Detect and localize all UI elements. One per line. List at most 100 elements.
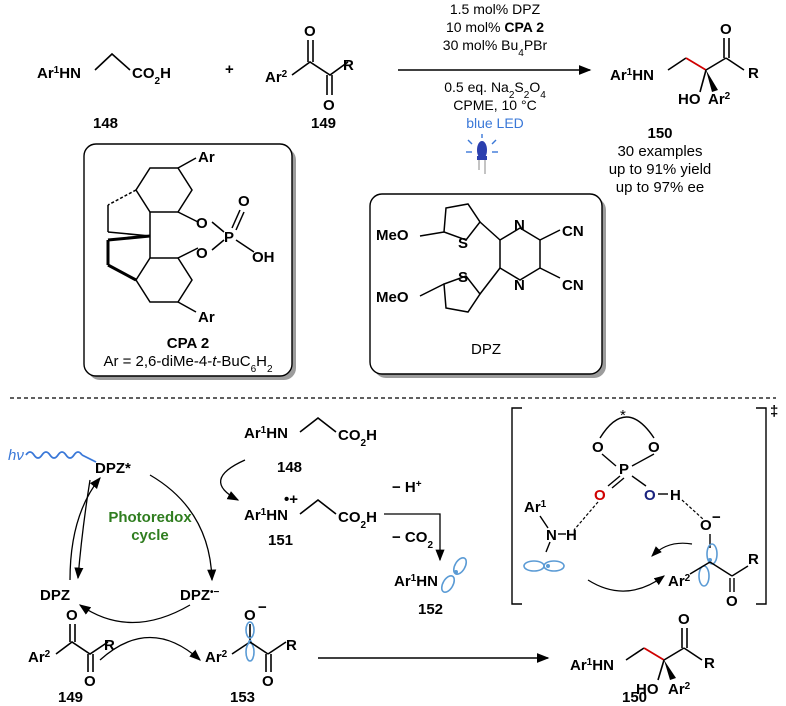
svg-text:Ar2: Ar2 — [708, 91, 731, 109]
svg-text:HO: HO — [636, 681, 659, 698]
svg-text:R: R — [104, 637, 115, 654]
svg-text:Ar2: Ar2 — [28, 649, 51, 667]
svg-text:151: 151 — [268, 532, 293, 549]
svg-text:150: 150 — [622, 689, 647, 706]
svg-text:R: R — [748, 65, 759, 82]
svg-text:O: O — [700, 517, 712, 534]
svg-text:*: * — [620, 407, 626, 424]
svg-text:CO2H: CO2H — [338, 509, 377, 531]
svg-text:P: P — [224, 229, 234, 246]
svg-text:CO2H: CO2H — [338, 427, 377, 449]
mech-153: Ar2 O − R O 153 — [205, 599, 297, 706]
svg-text:O: O — [304, 23, 316, 40]
svg-text:S: S — [458, 269, 468, 286]
yield-text: up to 91% yield — [609, 161, 712, 178]
svg-text:1.5 mol% DPZ: 1.5 mol% DPZ — [450, 1, 541, 17]
hv-label: hν — [8, 447, 24, 464]
mech-152: Ar1HN 152 — [394, 557, 468, 618]
svg-text:CPA 2: CPA 2 — [167, 335, 210, 352]
svg-text:CO2H: CO2H — [132, 65, 171, 87]
svg-text:Ar1HN: Ar1HN — [570, 657, 614, 675]
svg-text:O: O — [196, 215, 208, 232]
svg-text:Photoredox: Photoredox — [108, 509, 192, 526]
svg-text:DPZ: DPZ — [471, 341, 501, 358]
svg-text:−: − — [258, 599, 267, 616]
svg-text:O: O — [720, 21, 732, 38]
svg-text:Ar2: Ar2 — [205, 649, 228, 667]
svg-text:CPME, 10 °C: CPME, 10 °C — [453, 97, 536, 113]
svg-text:Ar1HN: Ar1HN — [394, 573, 438, 591]
svg-text:H: H — [566, 527, 577, 544]
svg-text:R: R — [286, 637, 297, 654]
svg-text:−: − — [712, 509, 721, 526]
mech-148: Ar1HN CO2H 148 — [244, 416, 377, 476]
svg-text:R: R — [748, 551, 759, 568]
photoredox-cycle: DPZ* DPZ DPZ•− Photoredox cycle — [40, 459, 246, 661]
svg-text:Ar1HN: Ar1HN — [610, 67, 654, 85]
dpz-star: DPZ* — [95, 460, 131, 477]
dpz-radical-anion: DPZ•− — [180, 587, 220, 605]
svg-text:cycle: cycle — [131, 527, 169, 544]
svg-text:O: O — [644, 487, 656, 504]
svg-text:153: 153 — [230, 689, 255, 706]
svg-text:Ar2: Ar2 — [668, 681, 691, 699]
light-wave-icon — [25, 451, 83, 459]
svg-text:O: O — [726, 593, 738, 610]
svg-text:Ar2: Ar2 — [265, 69, 288, 87]
svg-text:10 mol% CPA 2: 10 mol% CPA 2 — [446, 19, 544, 35]
svg-text:O: O — [592, 439, 604, 456]
cpa2-box: Ar Ar O O P O OH CPA 2 Ar = 2,6-diMe-4-t… — [83, 143, 296, 380]
conditions: 1.5 mol% DPZ 10 mol% CPA 2 30 mol% Bu4PB… — [398, 1, 592, 174]
svg-text:Ar: Ar — [198, 149, 215, 166]
svg-text:Ar2: Ar2 — [668, 573, 691, 591]
svg-text:P: P — [619, 461, 629, 478]
svg-text:O: O — [238, 193, 250, 210]
svg-text:•+: •+ — [284, 491, 298, 508]
svg-text:30 mol% Bu4PBr: 30 mol% Bu4PBr — [443, 37, 548, 59]
svg-text:149: 149 — [58, 689, 83, 706]
svg-text:N: N — [514, 277, 525, 294]
svg-text:S: S — [458, 235, 468, 252]
svg-text:Ar1: Ar1 — [524, 499, 547, 517]
svg-text:O: O — [244, 607, 256, 624]
svg-text:HO: HO — [678, 91, 701, 108]
mech-151: Ar1HN •+ CO2H 151 — [244, 491, 377, 549]
svg-text:blue LED: blue LED — [466, 115, 524, 131]
svg-text:O: O — [678, 611, 690, 628]
svg-text:0.5 eq. Na2S2O4: 0.5 eq. Na2S2O4 — [444, 79, 546, 101]
svg-text:OH: OH — [252, 249, 275, 266]
dpz-ground: DPZ — [40, 587, 70, 604]
plus-sign: + — [225, 61, 234, 78]
reactant-149: Ar2 O O R 149 — [265, 23, 354, 132]
svg-text:Ar1HN: Ar1HN — [37, 65, 81, 83]
svg-text:O: O — [196, 245, 208, 262]
svg-text:O: O — [648, 439, 660, 456]
label-150: 150 — [647, 125, 672, 142]
mech-150: Ar1HN O R HO Ar2 150 — [570, 611, 715, 706]
svg-text:152: 152 — [418, 601, 443, 618]
dpz-box: MeO S MeO S N N CN CN DPZ — [369, 193, 606, 378]
svg-text:H: H — [670, 487, 681, 504]
svg-text:Ar = 2,6-diMe-4-t-BuC6H2: Ar = 2,6-diMe-4-t-BuC6H2 — [103, 353, 273, 375]
led-icon — [466, 134, 498, 174]
label-148: 148 — [93, 115, 118, 132]
svg-text:CN: CN — [562, 277, 584, 294]
product-150: Ar1HN O R HO Ar2 150 30 examples up to 9… — [609, 21, 759, 196]
examples-text: 30 examples — [617, 143, 702, 160]
svg-text:148: 148 — [277, 459, 302, 476]
minus-co2: − CO2 — [392, 529, 433, 551]
svg-text:O: O — [323, 97, 335, 114]
svg-text:N: N — [514, 217, 525, 234]
svg-text:Ar1HN: Ar1HN — [244, 507, 288, 525]
reactant-148: Ar1HN CO2H 148 — [37, 52, 171, 132]
svg-text:Ar1HN: Ar1HN — [244, 425, 288, 443]
svg-text:N: N — [546, 527, 557, 544]
svg-text:R: R — [343, 57, 354, 74]
svg-text:O: O — [66, 607, 78, 624]
label-149: 149 — [311, 115, 336, 132]
ee-text: up to 97% ee — [616, 179, 704, 196]
transition-state: ‡ * O O P O O H O − Ar1 N H — [511, 403, 778, 610]
svg-text:Ar: Ar — [198, 309, 215, 326]
